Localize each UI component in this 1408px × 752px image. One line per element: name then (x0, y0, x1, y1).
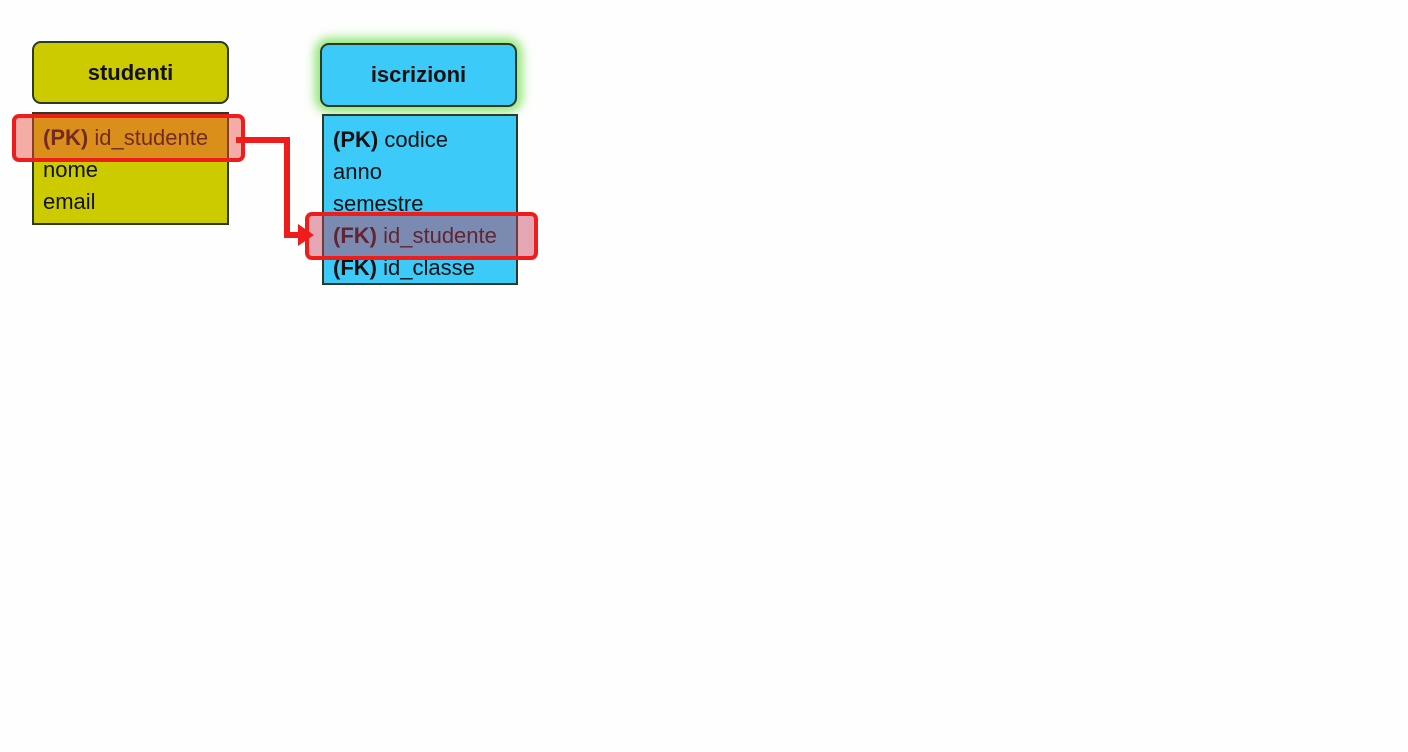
field-iscrizioni-id-studente[interactable]: (FK) id_studente (333, 220, 516, 252)
table-studenti-title: studenti (87, 59, 174, 85)
foreign-key-tag: (FK) (333, 223, 377, 248)
table-studenti-header[interactable]: studenti (32, 41, 229, 104)
table-iscrizioni-header[interactable]: iscrizioni (320, 43, 517, 107)
field-name: anno (333, 159, 382, 184)
field-name: id_studente (94, 125, 209, 150)
field-name: id_studente (383, 223, 497, 248)
field-iscrizioni-anno[interactable]: anno (333, 156, 516, 188)
foreign-key-highlight (305, 212, 538, 260)
table-iscrizioni-title: iscrizioni (370, 62, 467, 87)
field-studenti-id-studente[interactable]: (PK) id_studente (43, 122, 227, 154)
field-iscrizioni-codice[interactable]: (PK) codice (333, 124, 516, 156)
field-name: semestre (333, 191, 424, 216)
field-studenti-email[interactable]: email (43, 186, 227, 218)
field-iscrizioni-semestre[interactable]: semestre (333, 188, 516, 220)
primary-key-highlight (12, 114, 245, 162)
primary-key-tag: (PK) (333, 127, 379, 152)
field-name: codice (384, 127, 448, 152)
primary-key-tag: (PK) (43, 125, 89, 150)
relationship-arrow-line (236, 137, 300, 238)
field-name: email (43, 189, 96, 214)
